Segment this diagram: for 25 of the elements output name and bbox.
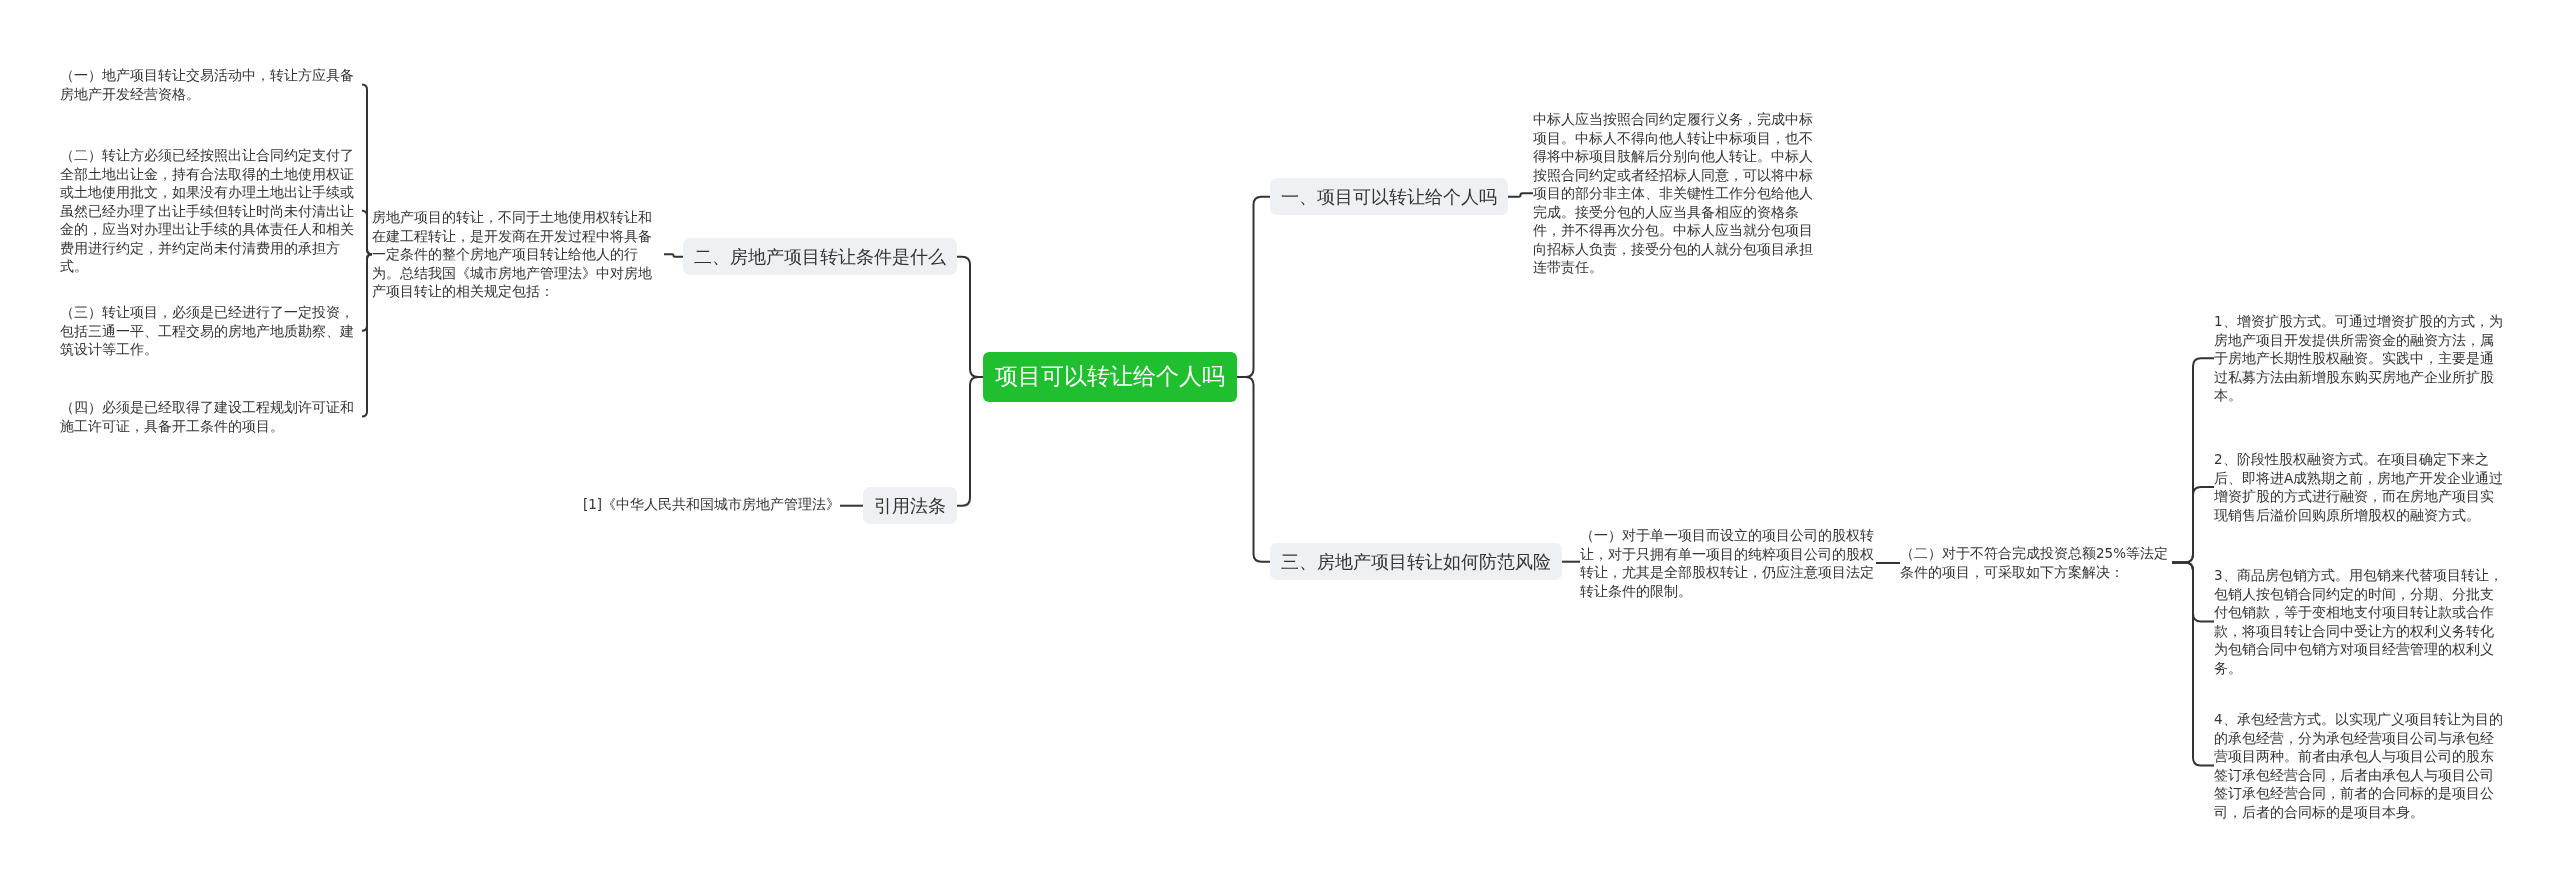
connector-line bbox=[663, 253, 684, 258]
note-text: [1]《中华人民共和国城市房地产管理法》 bbox=[582, 495, 840, 514]
note-text: 中标人应当按照合同约定履行义务，完成中标项目。中标人不得向他人转让中标项目，也不得将中标项目肢解后分别向他人转让。中标人按照合同约定或者经招标人同意，可以将中标项目的部分非主体、非关键性工作分包给他人完成。接受分包的人应当具备相应的资格条件，并不得再次分包。中标人应当就分包项目向招标人负责，接受分包的人就分包项目承担连带责任。 bbox=[1533, 110, 1825, 277]
central-topic: 项目可以转让给个人吗 bbox=[983, 352, 1237, 402]
note-text: （四）必须是已经取得了建设工程规划许可证和施工许可证，具备开工条件的项目。 bbox=[60, 398, 362, 435]
note-text: 3、商品房包销方式。用包销来代替项目转让，包销人按包销合同约定的时间，分期、分批支付包销款，等于变相地支付项目转让款或合作款，将项目转让合同中受让方的权利义务转化为包销合同中包销方对项目经营管理的权利义务。 bbox=[2214, 566, 2506, 677]
connector-line bbox=[839, 504, 864, 507]
branch-topic: 二、房地产项目转让条件是什么 bbox=[683, 238, 957, 276]
connector-line bbox=[361, 209, 373, 256]
branch-topic: 引用法条 bbox=[863, 487, 957, 525]
note-text: 房地产项目的转让，不同于土地使用权转让和在建工程转让，是开发商在开发过程中将具备一定条件的整个房地产项目转让给他人的行为。总结我国《城市房地产管理法》中对房地产项目转让的相关规定包括： bbox=[372, 208, 664, 301]
connector-line bbox=[1875, 562, 1901, 564]
branch-topic: 一、项目可以转让给个人吗 bbox=[1270, 178, 1508, 216]
note-text: 1、增资扩股方式。可通过增资扩股的方式，为房地产项目开发提供所需资金的融资方法，属于房地产长期性股权融资。实践中，主要是通过私募方法由新增股东购买房地产企业所扩股本。 bbox=[2214, 312, 2506, 405]
note-text: （一）地产项目转让交易活动中，转让方应具备房地产开发经营资格。 bbox=[60, 66, 362, 103]
note-text: （一）对于单一项目而设立的项目公司的股权转让，对于只拥有单一项目的纯粹项目公司的股权转让，尤其是全部股权转让，仍应注意项目法定转让条件的限制。 bbox=[1580, 526, 1876, 600]
connector-line bbox=[1561, 560, 1581, 563]
connector-line bbox=[361, 253, 373, 418]
connector-line bbox=[1507, 192, 1534, 198]
note-text: 2、阶段性股权融资方式。在项目确定下来之后、即将进A成熟期之前，房地产开发企业通过增资扩股的方式进行融资，而在房地产项目实现销售后溢价回购原所增股权的融资方式。 bbox=[2214, 450, 2506, 524]
note-text: （二）对于不符合完成投资总额25%等法定条件的项目，可采取如下方案解决： bbox=[1900, 544, 2172, 581]
note-text: （二）转让方必须已经按照出让合同约定支付了全部土地出让金，持有合法取得的土地使用权证或土地使用批文，如果没有办理土地出让手续或虽然已经办理了出让手续但转让时尚未付清出让金的，应当对办理出让手续的具体责任人和相关费用进行约定，并约定尚未付清费用的承担方式。 bbox=[60, 146, 362, 276]
branch-topic: 三、房地产项目转让如何防范风险 bbox=[1270, 543, 1562, 581]
note-text: 4、承包经营方式。以实现广义项目转让为目的的承包经营，分为承包经营项目公司与承包经营项目两种。前者由承包人与项目公司的股东签订承包经营合同，后者由承包人与项目公司签订承包经营合同，前者的合同标的是项目公司，后者的合同标的是项目本身。 bbox=[2214, 710, 2506, 821]
note-text: （三）转让项目，必须是已经进行了一定投资，包括三通一平、工程交易的房地产地质勘察、建筑设计等工作。 bbox=[60, 303, 362, 359]
